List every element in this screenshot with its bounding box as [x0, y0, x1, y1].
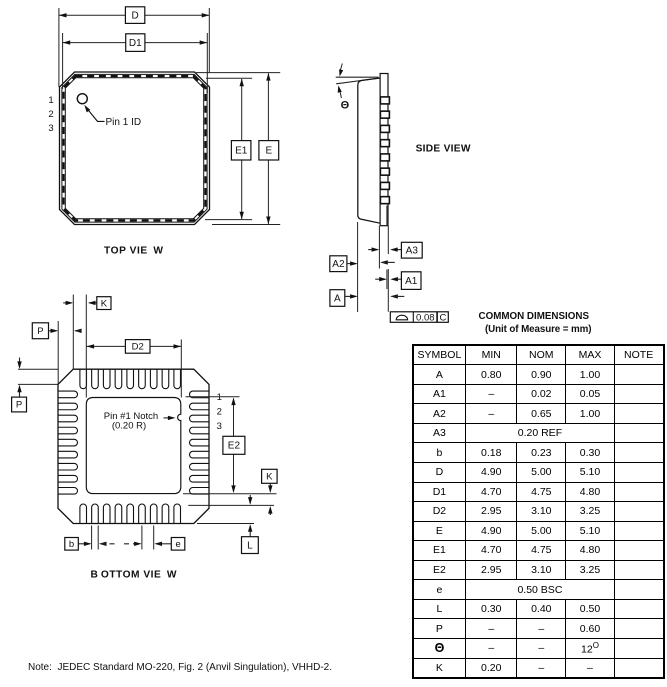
- svg-text:TOP VIE W: TOP VIE W: [104, 246, 163, 257]
- svg-text:e: e: [175, 539, 180, 550]
- svg-text:P: P: [16, 400, 22, 411]
- svg-text:A: A: [334, 293, 341, 304]
- svg-text:K: K: [266, 472, 273, 483]
- svg-text:2: 2: [48, 109, 53, 120]
- svg-text:3: 3: [48, 123, 53, 134]
- svg-text:L: L: [247, 541, 253, 552]
- svg-text:K: K: [101, 298, 108, 309]
- svg-text:C: C: [439, 312, 446, 323]
- svg-text:P: P: [37, 326, 43, 337]
- svg-text:Pin #1 Notch: Pin #1 Notch: [104, 411, 158, 422]
- svg-text:E: E: [265, 146, 272, 157]
- svg-text:Pin 1 ID: Pin 1 ID: [106, 117, 142, 128]
- svg-text:E2: E2: [228, 441, 241, 452]
- svg-text:E1: E1: [235, 146, 248, 157]
- svg-text:D: D: [131, 11, 138, 22]
- svg-text:D1: D1: [129, 38, 142, 49]
- svg-text:A3: A3: [406, 246, 419, 257]
- svg-text:3: 3: [217, 421, 222, 432]
- svg-text:1: 1: [48, 95, 53, 106]
- svg-text:Θ: Θ: [341, 99, 350, 111]
- svg-text:b: b: [69, 539, 74, 550]
- svg-text:A1: A1: [405, 276, 418, 287]
- svg-text:SIDE VIEW: SIDE VIEW: [416, 144, 471, 155]
- svg-text:(0.20 R): (0.20 R): [112, 420, 146, 431]
- svg-text:2: 2: [217, 406, 222, 417]
- svg-text:0.08: 0.08: [416, 312, 435, 323]
- svg-text:D2: D2: [132, 342, 144, 353]
- svg-text:A2: A2: [332, 259, 345, 270]
- svg-text:B OTTOM VIE W: B OTTOM VIE W: [91, 569, 177, 580]
